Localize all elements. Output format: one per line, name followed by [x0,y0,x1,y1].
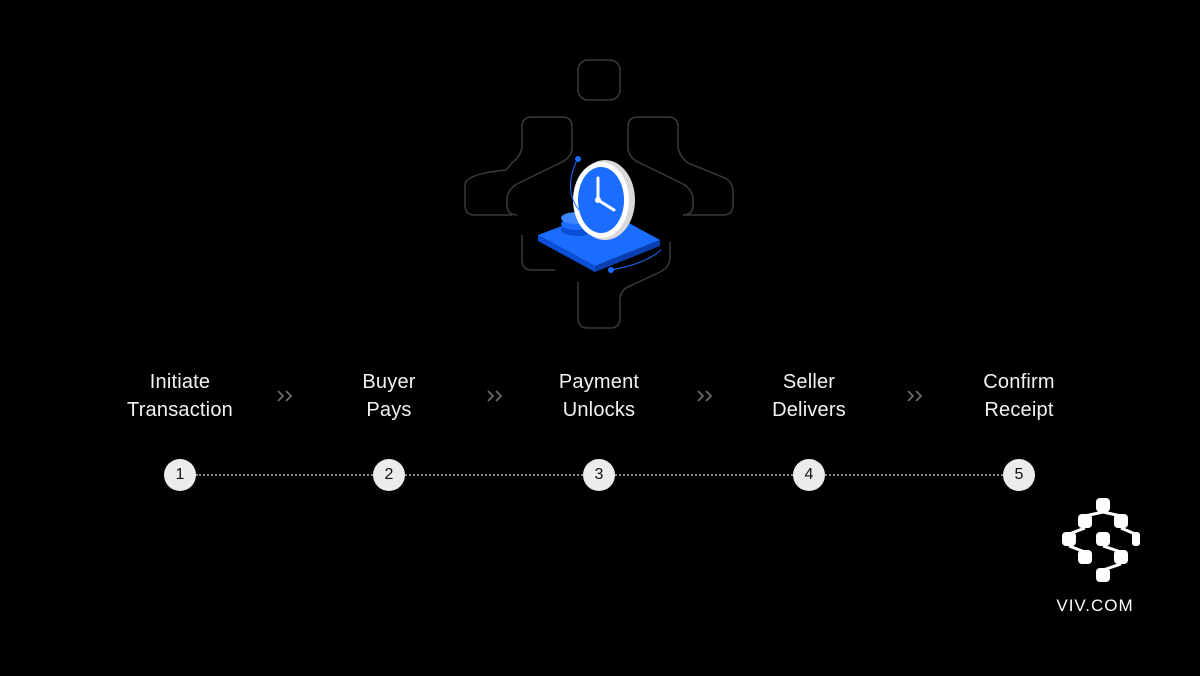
network-outline-icon [464,59,734,329]
double-chevron-right-icon [907,390,923,402]
step-1-title-line1: Initiate [149,371,211,393]
brand-logo: VIV.COM [1040,496,1150,626]
hero-illustration [455,50,745,340]
step-label-5: Confirm Receipt [929,368,1109,424]
step-label-4: Seller Delivers [719,368,899,424]
viv-logo-icon [1062,498,1140,582]
brand-name: VIV.COM [1056,596,1134,615]
timeline-connector [196,474,373,476]
step-2-title-line2: Pays [366,399,412,421]
step-number-3: 3 [583,459,615,491]
timeline-connector [825,474,1003,476]
step-number-2: 2 [373,459,405,491]
step-label-1: Initiate Transaction [90,368,270,424]
step-2-title-line1: Buyer [362,371,416,393]
step-label-3: Payment Unlocks [509,368,689,424]
step-5-title-line2: Receipt [984,399,1054,421]
step-3-title-line1: Payment [558,371,640,393]
process-steps: Initiate Transaction Buyer Pays Payment … [0,368,1200,428]
double-chevron-right-icon [697,390,713,402]
double-chevron-right-icon [487,390,503,402]
step-5-title-line1: Confirm [983,371,1055,393]
step-number-1: 1 [164,459,196,491]
clock-icon [573,160,635,240]
step-number-4: 4 [793,459,825,491]
timeline-connector [615,474,793,476]
orbit-dots-icon [570,156,662,273]
step-number-5: 5 [1003,459,1035,491]
step-timeline: 1 2 3 4 5 [0,456,1200,496]
step-4-title-line2: Delivers [772,399,846,421]
step-label-2: Buyer Pays [299,368,479,424]
double-chevron-right-icon [277,390,293,402]
step-3-title-line2: Unlocks [562,399,636,421]
step-1-title-line2: Transaction [127,399,233,421]
timeline-connector [405,474,583,476]
step-4-title-line1: Seller [782,371,836,393]
